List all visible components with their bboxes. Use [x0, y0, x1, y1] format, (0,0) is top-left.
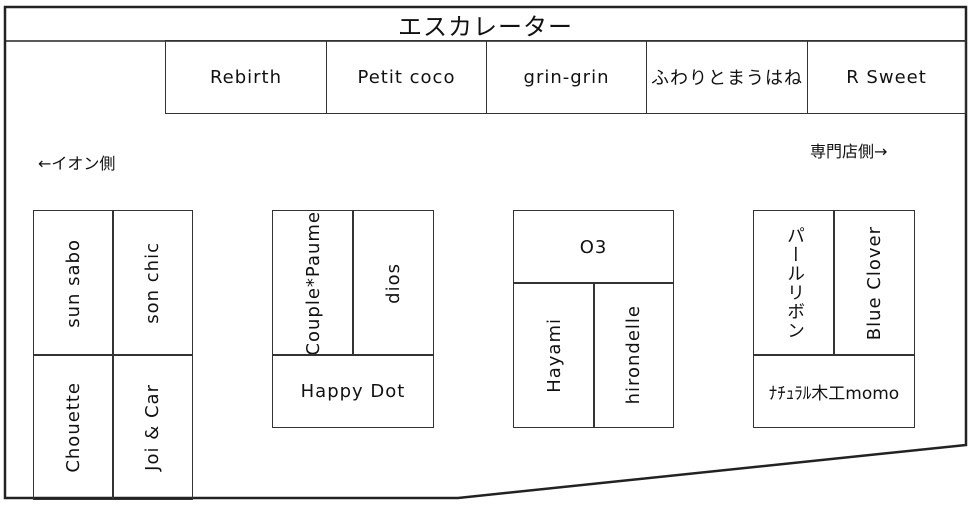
escalator-title: エスカレーター: [398, 12, 573, 41]
shop-dios[interactable]: dios: [352, 210, 434, 356]
shop-pearl-ribbon[interactable]: パールリボン: [753, 210, 835, 356]
shop-label: Chouette: [63, 381, 84, 473]
shop-label: sun sabo: [63, 238, 84, 328]
shop-sun-sabo[interactable]: sun sabo: [33, 210, 114, 356]
left-direction-label: ←イオン側: [38, 154, 116, 173]
shop-petit-coco[interactable]: Petit coco: [326, 40, 487, 114]
shop-label: Blue Clover: [863, 225, 885, 341]
shop-son-chic[interactable]: son chic: [112, 210, 193, 356]
shop-label: Joi & Car: [142, 383, 163, 471]
shop-label: hirondelle: [623, 305, 644, 405]
shop-joi-and-car[interactable]: Joi & Car: [112, 354, 193, 500]
shop-blue-clover[interactable]: Blue Clover: [833, 210, 915, 356]
shop-rebirth[interactable]: Rebirth: [165, 40, 327, 114]
shop-o3[interactable]: O3: [513, 210, 674, 284]
shop-label: son chic: [142, 242, 163, 324]
shop-label: dios: [382, 262, 404, 304]
shop-happy-dot[interactable]: Happy Dot: [272, 354, 434, 428]
shop-natural-mokko-momo[interactable]: ﾅﾁｭﾗﾙ木工momo: [753, 354, 915, 428]
shop-label: Hayami: [543, 317, 565, 393]
shop-label: パールリボン: [784, 226, 805, 340]
shop-hayami[interactable]: Hayami: [513, 282, 595, 428]
shop-fuwari[interactable]: ふわりとまうはね: [646, 40, 808, 114]
shop-hirondelle[interactable]: hirondelle: [593, 282, 674, 428]
shop-r-sweet[interactable]: R Sweet: [807, 40, 966, 114]
shop-label: Couple*Paume: [302, 210, 324, 356]
right-direction-label: 専門店側→: [810, 142, 888, 161]
shop-chouette[interactable]: Chouette: [33, 354, 114, 500]
shop-grin-grin[interactable]: grin-grin: [486, 40, 647, 114]
shop-couple-paume[interactable]: Couple*Paume: [272, 210, 354, 356]
